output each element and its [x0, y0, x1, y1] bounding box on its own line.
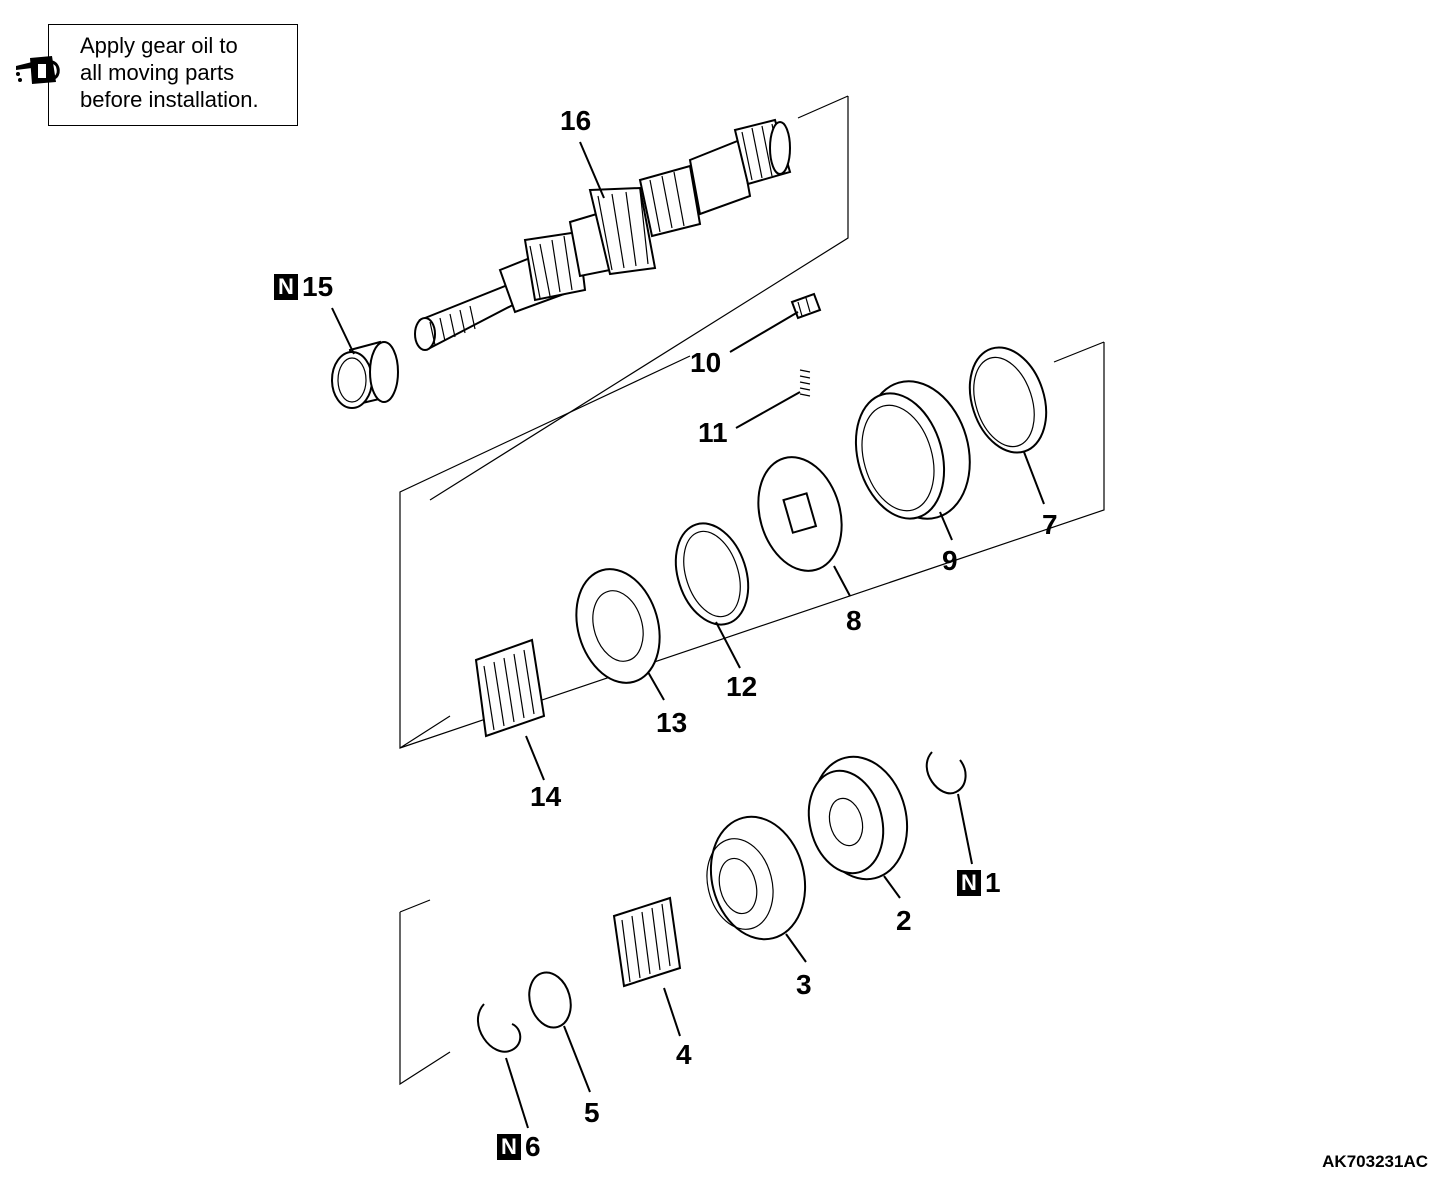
part-label-16: 16: [560, 105, 592, 136]
part-label-7: 7: [1042, 509, 1058, 540]
new-part-mark-15: N: [274, 274, 298, 300]
synchronizer-spring: [799, 369, 811, 397]
part-label-9: 9: [942, 545, 958, 576]
synchronizer-sleeve: [854, 380, 971, 520]
needle-bearing-upper: [474, 638, 546, 738]
main-shaft: [414, 118, 792, 351]
part-label-13: 13: [656, 707, 688, 738]
snap-ring-large: [925, 751, 967, 795]
first-gear: [706, 815, 807, 941]
second-gear: [575, 568, 661, 684]
needle-bearing-lower: [612, 896, 682, 988]
gear-oil-note: [48, 24, 298, 126]
bushing: [331, 340, 399, 409]
part-label-8: 8: [846, 605, 862, 636]
thrust-ring: [528, 971, 572, 1029]
synchronizer-ring-inner: [674, 522, 750, 626]
synchronizer-key: [790, 292, 822, 320]
part-label-5: 5: [584, 1097, 600, 1128]
part-label-4: 4: [676, 1039, 692, 1070]
part-label-10: 10: [690, 347, 722, 378]
frame-synchro-group: [399, 341, 1105, 749]
note-line-1: Apply gear oil to: [80, 33, 238, 58]
reference-code: AK703231AC: [1322, 1152, 1428, 1171]
part-label-11: 11: [698, 417, 728, 448]
new-part-mark-1: N: [957, 870, 981, 896]
synchronizer-hub: [757, 456, 843, 572]
oil-can-icon: [16, 56, 60, 84]
leader-lines: [331, 141, 1045, 1129]
note-line-2: all moving parts: [80, 60, 235, 85]
note-line-3: before installation.: [80, 87, 259, 112]
part-label-12: 12: [726, 671, 758, 702]
part-label-2: 2: [896, 905, 912, 936]
ball-bearing: [807, 755, 909, 881]
frame-bearing-group: [399, 899, 451, 1086]
new-part-mark-6: N: [497, 1134, 521, 1160]
synchronizer-ring-outer: [968, 346, 1048, 454]
part-label-3: 3: [796, 969, 812, 1000]
part-label-14: 14: [530, 781, 562, 812]
snap-ring-small: [477, 1003, 522, 1053]
